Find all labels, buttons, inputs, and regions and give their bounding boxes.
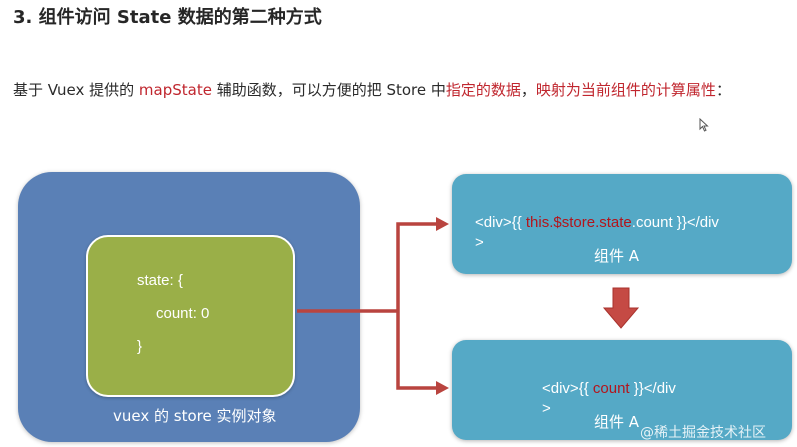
state-open-line: state: { — [137, 272, 183, 289]
component-a-top — [452, 174, 792, 274]
desc-part2: 辅助函数，可以方便的把 Store 中 — [211, 81, 446, 99]
desc-mapstate: mapState — [138, 81, 212, 99]
arrow-to-bottom-component — [436, 381, 449, 395]
code-highlight: this.$store.state — [525, 214, 632, 231]
code-prefix: <div>{{ — [542, 380, 593, 397]
arrow-to-top-component — [436, 217, 449, 231]
code-highlight: count — [592, 380, 630, 397]
desc-sep: ， — [520, 81, 536, 99]
component-a-bottom — [452, 340, 792, 440]
desc-highlight2: 映射为当前组件的计算属性 — [535, 81, 716, 99]
component-top-code-wrap: > — [475, 234, 484, 251]
description: 基于 Vuex 提供的 mapState 辅助函数，可以方便的把 Store 中… — [13, 77, 731, 103]
page-heading: 3. 组件访问 State 数据的第二种方式 — [13, 7, 322, 28]
store-to-components-connector — [297, 222, 436, 390]
component-top-name: 组件 A — [594, 247, 640, 265]
state-close-line: } — [137, 338, 143, 355]
state-box — [86, 235, 295, 397]
count-line: count: 0 — [156, 305, 210, 322]
code-suffix: }}</div — [629, 380, 676, 397]
store-label: vuex 的 store 实例对象 — [113, 407, 277, 425]
desc-end: ： — [715, 81, 731, 99]
code-prefix: <div>{{ — [475, 214, 526, 231]
down-arrow-icon — [602, 287, 640, 329]
watermark: @稀土掘金技术社区 — [640, 425, 766, 441]
desc-part1: 基于 Vuex 提供的 — [13, 81, 139, 99]
component-top-code: <div>{{ this.$store.state.count }}</div — [475, 214, 719, 231]
mouse-cursor-icon — [699, 118, 709, 132]
component-bottom-code: <div>{{ count }}</div — [542, 380, 676, 397]
desc-highlight1: 指定的数据 — [445, 81, 521, 99]
component-bottom-code-wrap: > — [542, 400, 551, 417]
component-bottom-name: 组件 A — [594, 413, 640, 431]
code-suffix: .count }}</div — [631, 214, 719, 231]
